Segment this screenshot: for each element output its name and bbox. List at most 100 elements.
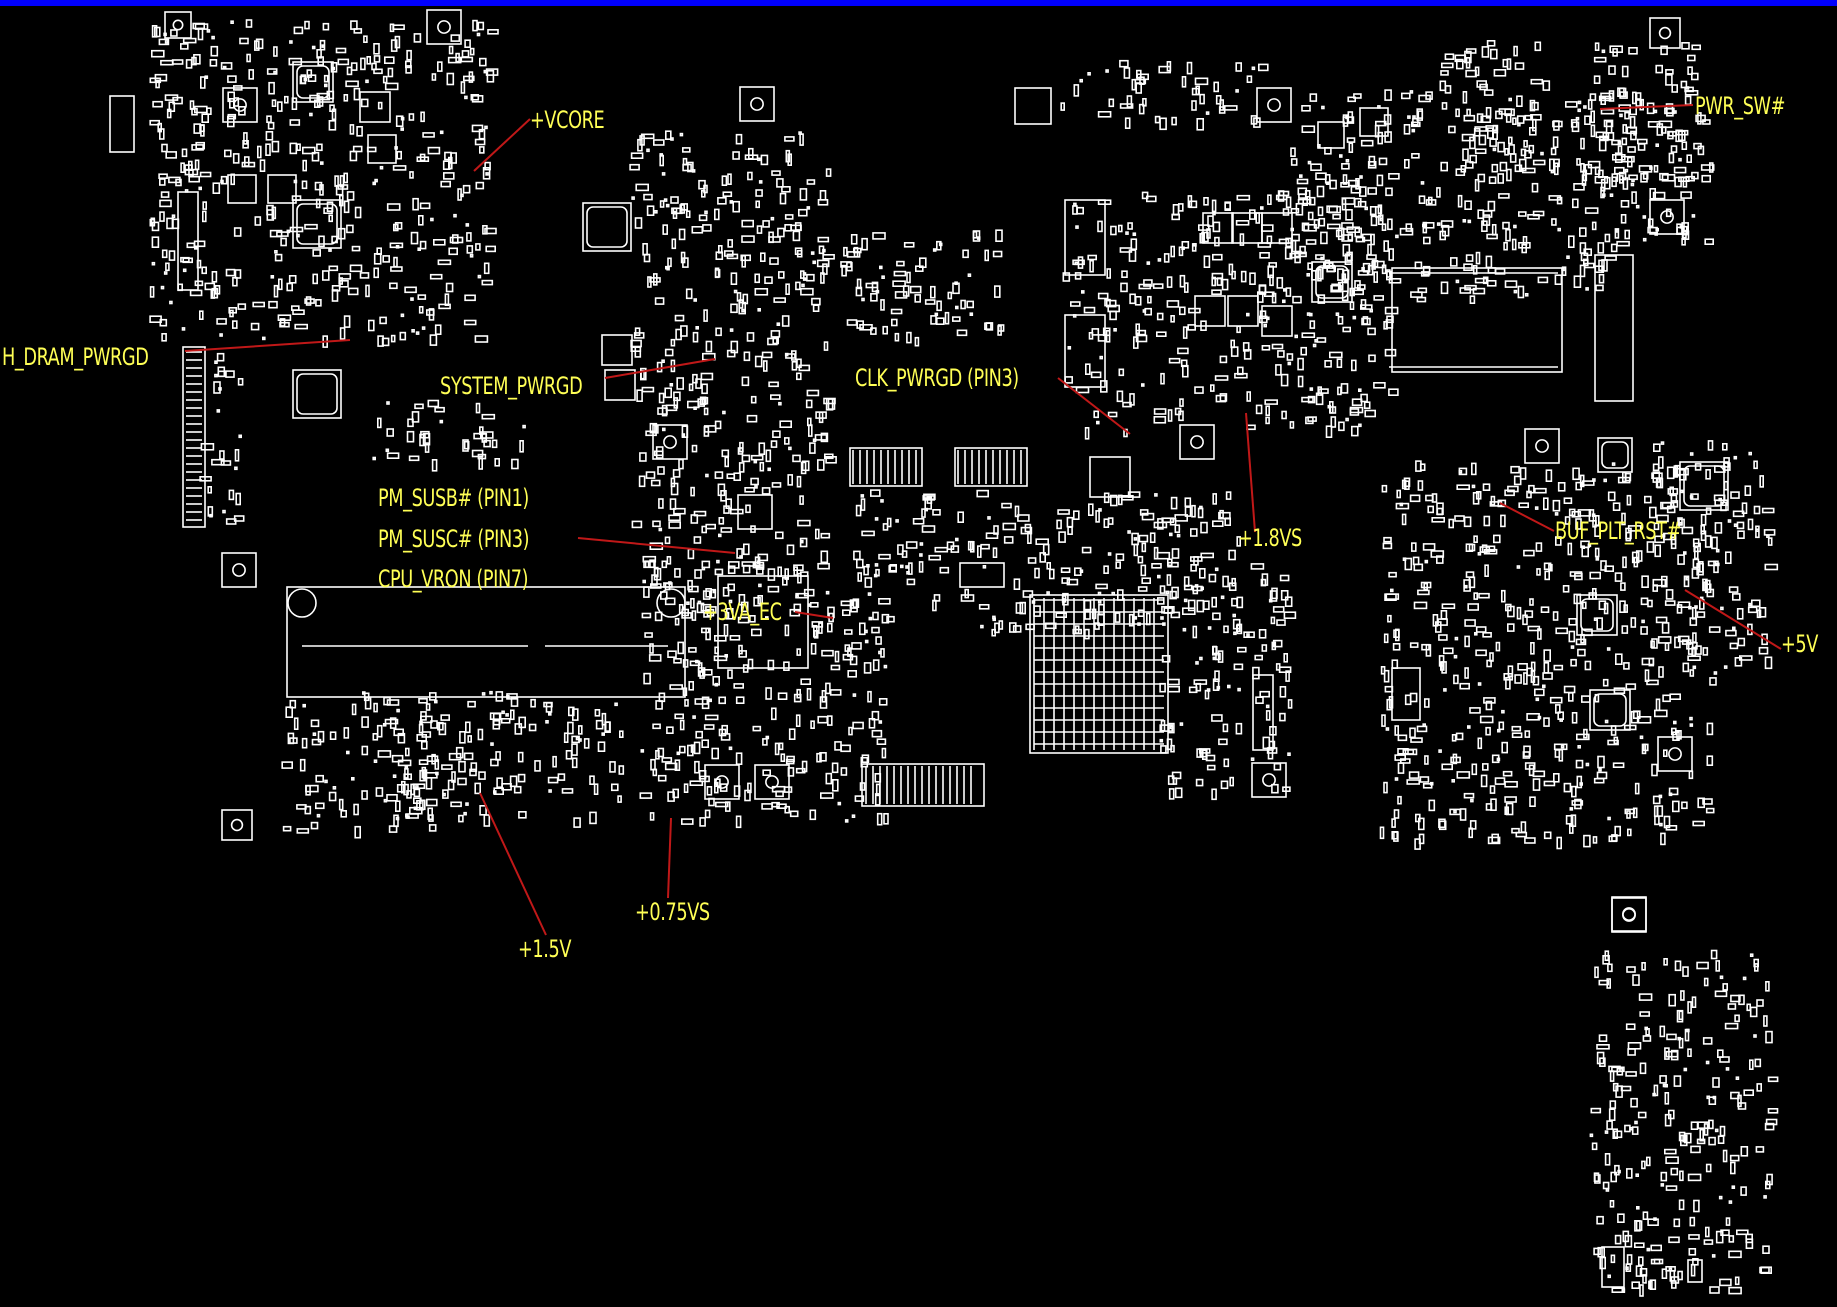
component-outline: [1127, 530, 1131, 534]
component-outline: [1444, 85, 1452, 94]
component-outline: [317, 56, 325, 66]
component-outline: [420, 111, 425, 123]
component-pad: [663, 435, 677, 449]
component-outline: [1668, 1236, 1680, 1244]
component-outline: [474, 138, 486, 146]
component-outline: [759, 252, 766, 262]
component-outline: [819, 792, 834, 799]
component-outline: [762, 738, 768, 746]
component-outline: [753, 596, 761, 607]
component-outline: [1703, 1123, 1709, 1136]
component-outline: [967, 273, 972, 278]
component-outline: [650, 758, 656, 771]
component-outline: [851, 642, 862, 650]
component-outline: [1420, 271, 1430, 277]
component-outline: [201, 266, 207, 275]
component-outline: [1670, 1049, 1679, 1061]
component-outline: [809, 809, 817, 821]
component-outline: [831, 778, 839, 792]
component-outline: [750, 395, 757, 404]
component-outline: [817, 715, 829, 724]
component-outline: [795, 281, 801, 291]
component-outline: [547, 776, 559, 784]
component-outline: [1360, 139, 1374, 147]
component-outline: [729, 634, 741, 641]
component-outline: [735, 133, 743, 145]
component-outline: [159, 199, 172, 208]
component-outline: [819, 190, 827, 201]
leader-3va-ec: [794, 611, 834, 619]
component-outline: [1456, 58, 1464, 70]
component-outline: [1639, 735, 1644, 740]
component-outline: [1604, 719, 1609, 724]
component-outline: [1464, 200, 1472, 210]
component-outline: [1524, 292, 1529, 297]
component-outline: [811, 297, 821, 306]
component-outline: [1310, 163, 1322, 171]
component-outline: [1686, 1028, 1690, 1033]
component-outline: [1577, 108, 1581, 113]
component-outline: [233, 227, 242, 237]
component-outline: [1369, 308, 1373, 313]
component-outline: [1119, 247, 1133, 253]
component-outline: [444, 151, 452, 161]
component-outline: [1098, 603, 1105, 616]
component-outline: [1349, 301, 1355, 311]
component-outline: [177, 191, 199, 291]
component-outline: [1205, 111, 1210, 115]
component-outline: [1691, 606, 1697, 620]
component-outline: [571, 743, 578, 756]
component-outline: [659, 591, 668, 600]
component-outline: [186, 242, 196, 249]
component-outline: [1281, 410, 1287, 420]
component-outline: [1132, 232, 1137, 236]
component-outline: [1651, 763, 1658, 777]
component-outline: [1250, 563, 1265, 570]
component-outline: [1697, 112, 1702, 125]
component-outline: [1237, 646, 1247, 653]
component-outline: [1753, 505, 1761, 515]
component-outline: [400, 780, 406, 794]
component-outline: [490, 758, 499, 767]
component-outline: [1438, 634, 1448, 641]
component-outline: [1337, 227, 1345, 241]
component-outline: [1074, 272, 1082, 280]
component-outline: [654, 210, 658, 214]
component-pad: [1683, 465, 1725, 507]
component-outline: [919, 553, 923, 557]
component-outline: [667, 257, 672, 268]
component-outline: [367, 134, 397, 164]
component-outline: [1397, 747, 1409, 755]
component-outline: [642, 243, 648, 256]
component-outline: [583, 738, 590, 749]
component-outline: [1347, 179, 1359, 187]
leader-system-pwrgd: [604, 358, 716, 379]
component-outline: [1589, 571, 1601, 580]
component-outline: [1625, 1071, 1637, 1077]
component-outline: [1532, 778, 1541, 791]
component-outline: [771, 801, 780, 808]
component-outline: [1240, 270, 1247, 283]
component-outline: [1610, 243, 1618, 253]
component-outline: [1309, 312, 1313, 317]
component-outline: [328, 791, 337, 802]
component-outline: [379, 165, 384, 170]
component-outline: [1297, 357, 1304, 371]
component-outline: [383, 798, 388, 803]
component-outline: [1635, 550, 1643, 562]
component-outline: [1669, 486, 1674, 497]
component-outline: [1320, 231, 1328, 245]
component-outline: [668, 521, 682, 529]
component-outline: [1504, 108, 1515, 117]
component-outline: [296, 143, 301, 151]
component-outline: [365, 79, 369, 84]
component-outline: [1179, 306, 1186, 316]
component-outline: [1655, 698, 1661, 712]
component-outline: [256, 145, 262, 159]
component-outline: [1563, 497, 1573, 505]
component-outline: [1401, 92, 1411, 100]
component-outline: [728, 746, 733, 751]
component-outline: [1236, 536, 1241, 547]
component-outline: [1737, 637, 1746, 647]
component-outline: [1279, 712, 1286, 722]
